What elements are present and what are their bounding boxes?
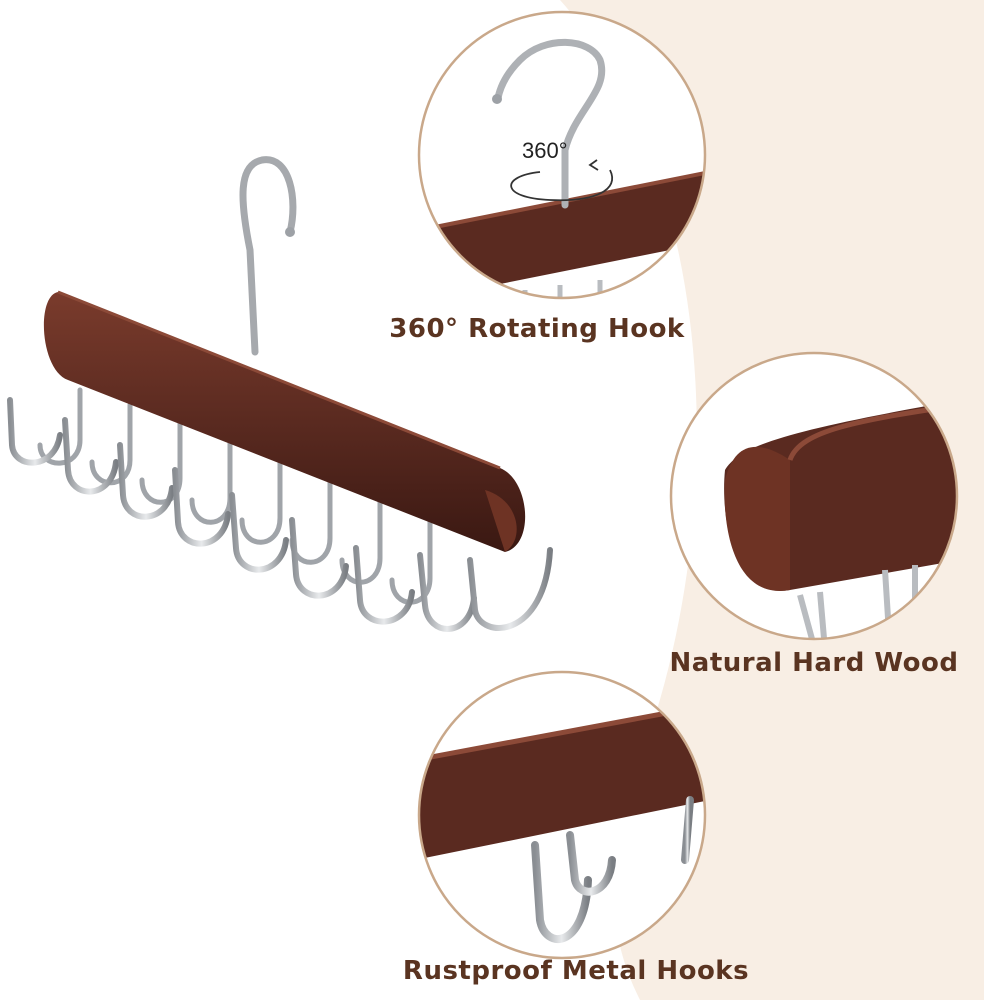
hanger-top-hook bbox=[239, 156, 297, 356]
front-hook-row bbox=[7, 397, 553, 632]
zoom-wood-bar bbox=[420, 170, 705, 298]
zoom-metal-hooks bbox=[419, 702, 705, 943]
rotation-label: 360° bbox=[522, 138, 568, 163]
callout-circle-border bbox=[669, 351, 959, 641]
wood-bar-edge bbox=[57, 290, 501, 470]
caption-rotating-hook: 360° Rotating Hook bbox=[389, 314, 685, 344]
hook-tip bbox=[285, 227, 295, 237]
wood-bar-end bbox=[485, 490, 517, 552]
caption-metal-hooks: Rustproof Metal Hooks bbox=[402, 956, 750, 986]
hook-icon bbox=[494, 38, 606, 209]
caption-natural-wood: Natural Hard Wood bbox=[669, 648, 959, 678]
callout-circle-border bbox=[417, 10, 707, 300]
callout-circle-border bbox=[417, 670, 707, 960]
wood-bar bbox=[43, 292, 526, 552]
rotate-arrows-icon bbox=[510, 159, 613, 202]
